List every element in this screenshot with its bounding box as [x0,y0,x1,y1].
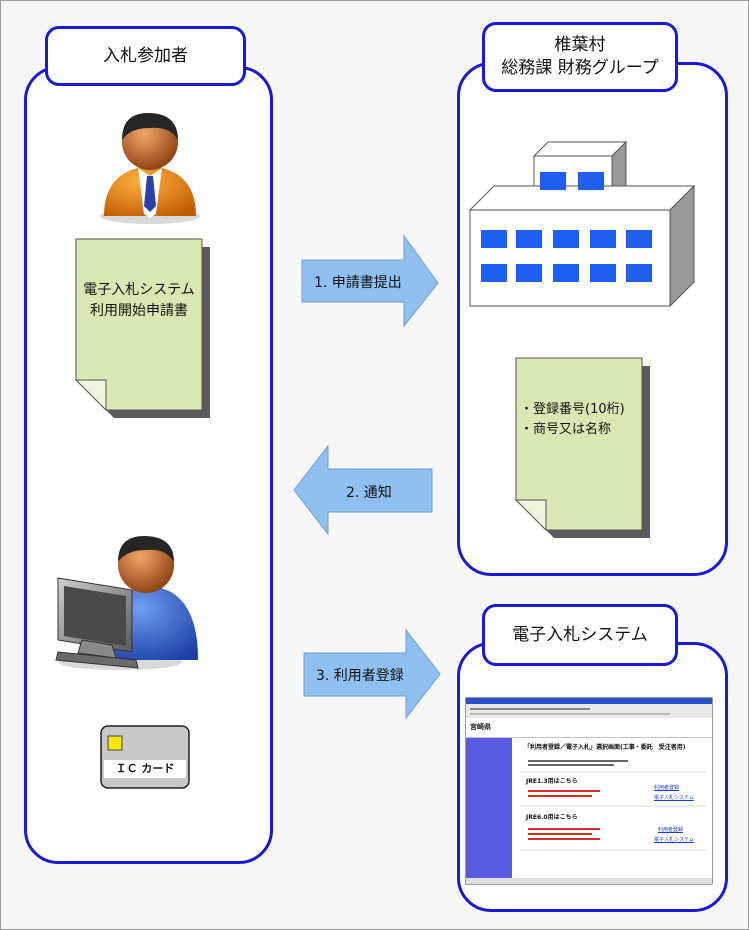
town-office-building-icon [468,140,696,308]
application-form-document [74,238,210,418]
building-window [481,230,507,248]
screenshot-link-ebid-system-2[interactable]: 電子入札システム [654,837,694,843]
building-window [540,172,566,190]
building-window [590,230,616,248]
registration-info-line-2: ・商号又は名称 [520,421,612,437]
arrow-user-registration-label: 3. 利用者登録 [316,668,404,684]
arrow-notification [293,444,433,536]
screenshot-section-jre60: JRE6.0用はこちら [526,814,578,821]
building-window [626,264,652,282]
office-title-line-1: 椎葉村 [554,35,606,56]
building-window [516,264,542,282]
screenshot-logo: 宮崎県 [470,723,491,731]
ic-card-icon [100,725,190,789]
system-title-text: 電子入札システム [512,624,648,645]
arrow-notification-label: 2. 通知 [346,485,392,501]
building-window [481,264,507,282]
ebid-system-screenshot [465,697,713,885]
registration-info-text: ・登録番号(10桁) ・商号又は名称 [520,400,642,439]
building-window [626,230,652,248]
arrow-submit-application-label: 1. 申請書提出 [314,275,402,291]
bidder-title: 入札参加者 [45,26,246,86]
building-window [578,172,604,190]
registration-info-document [514,357,650,538]
application-form-text: 電子入札システム 利用開始申請書 [76,280,202,322]
building-window [553,230,579,248]
system-title: 電子入札システム [482,604,678,666]
bidder-person-icon [100,112,200,224]
screenshot-section-jre13: JRE1.3用はこちら [526,778,578,785]
screenshot-link-ebid-system[interactable]: 電子入札システム [654,795,694,801]
screenshot-heading: 「利用者登録／電子入札」選択画面(工事・委託 受注者用) [524,744,686,751]
screenshot-link-user-registration[interactable]: 利用者登録 [654,785,680,791]
ic-card-label: ＩＣ カード [115,762,175,775]
arrow-user-registration [303,628,441,720]
application-form-line-2: 利用開始申請書 [90,303,188,319]
bidder-computer-icon [55,535,198,670]
office-title-line-2: 総務課 財務グループ [501,58,659,78]
application-form-line-1: 電子入札システム [83,282,195,298]
registration-info-line-1: ・登録番号(10桁) [520,402,625,417]
building-window [590,264,616,282]
building-window [516,230,542,248]
bidder-title-text: 入札参加者 [103,45,188,66]
office-title: 椎葉村 総務課 財務グループ [482,22,678,92]
building-window [553,264,579,282]
screenshot-link-user-registration-2[interactable]: 利用者登録 [658,827,684,833]
arrow-submit-application [301,234,439,328]
